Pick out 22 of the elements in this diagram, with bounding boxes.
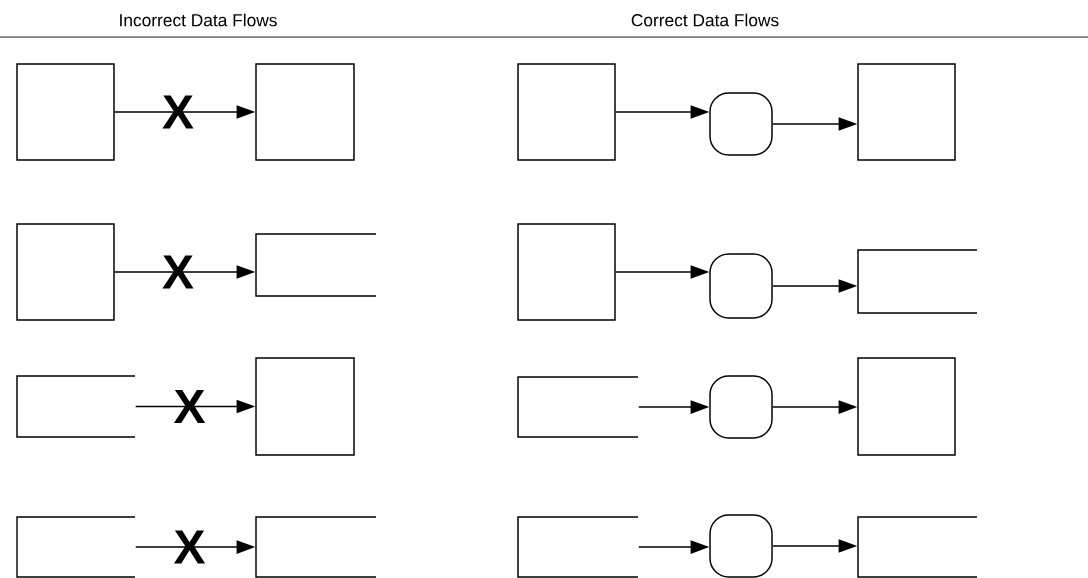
data-store <box>517 516 639 578</box>
square-box <box>857 357 956 456</box>
square-box <box>517 223 616 321</box>
data-store <box>857 516 978 578</box>
column-heading: Correct Data Flows <box>631 13 779 27</box>
square-box <box>16 223 115 321</box>
column-heading: Incorrect Data Flows <box>120 13 277 27</box>
rounded-box <box>709 375 773 439</box>
square-box <box>255 357 355 456</box>
square-box <box>16 63 115 161</box>
square-box <box>255 63 355 161</box>
square-box <box>517 63 616 161</box>
data-store <box>255 516 377 578</box>
rounded-box <box>709 92 773 156</box>
data-store <box>16 516 136 578</box>
data-store <box>857 249 978 314</box>
data-store <box>16 375 136 438</box>
data-store <box>255 233 377 297</box>
rounded-box <box>709 514 773 578</box>
data-store <box>517 376 639 438</box>
square-box <box>857 63 956 161</box>
rounded-box <box>709 253 773 319</box>
